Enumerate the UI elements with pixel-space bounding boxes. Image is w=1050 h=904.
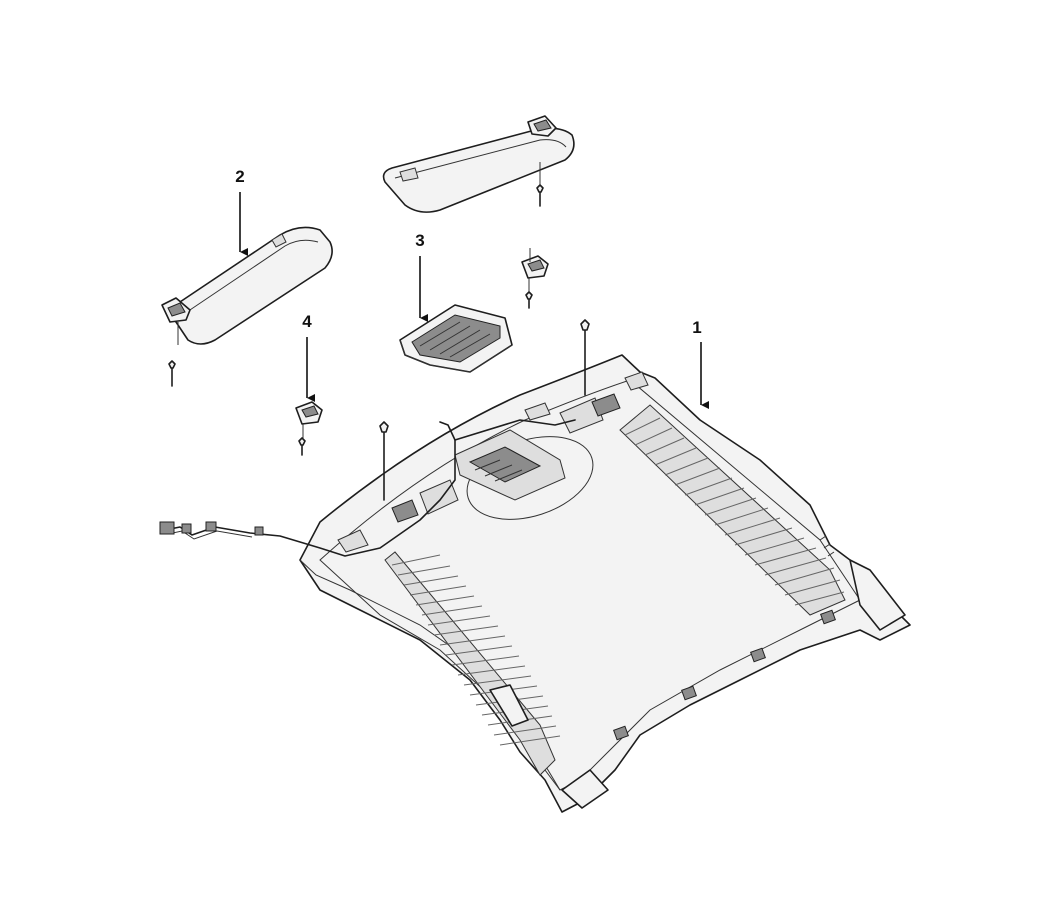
- callout-3: 3: [415, 231, 428, 322]
- callout-4: 4: [302, 312, 315, 402]
- headliner: [159, 319, 911, 813]
- callout-3-label: 3: [415, 231, 424, 250]
- overhead-console-lamp: [399, 304, 513, 373]
- callout-1: 1: [692, 318, 709, 409]
- sun-visor-left: [161, 226, 333, 387]
- callout-4-label: 4: [302, 312, 312, 331]
- wiring-harness: [159, 419, 576, 557]
- right-rib-field: [619, 404, 846, 616]
- callout-2-label: 2: [235, 167, 244, 186]
- rear-clips: [613, 609, 836, 741]
- sun-visor-holder-right: [521, 248, 549, 309]
- callout-2: 2: [235, 167, 248, 256]
- console-bracket: [454, 429, 566, 501]
- sun-visor-right: [382, 115, 575, 213]
- callout-1-label: 1: [692, 318, 701, 337]
- headliner-screws: [379, 319, 590, 501]
- sun-visor-holder-left: [295, 401, 323, 456]
